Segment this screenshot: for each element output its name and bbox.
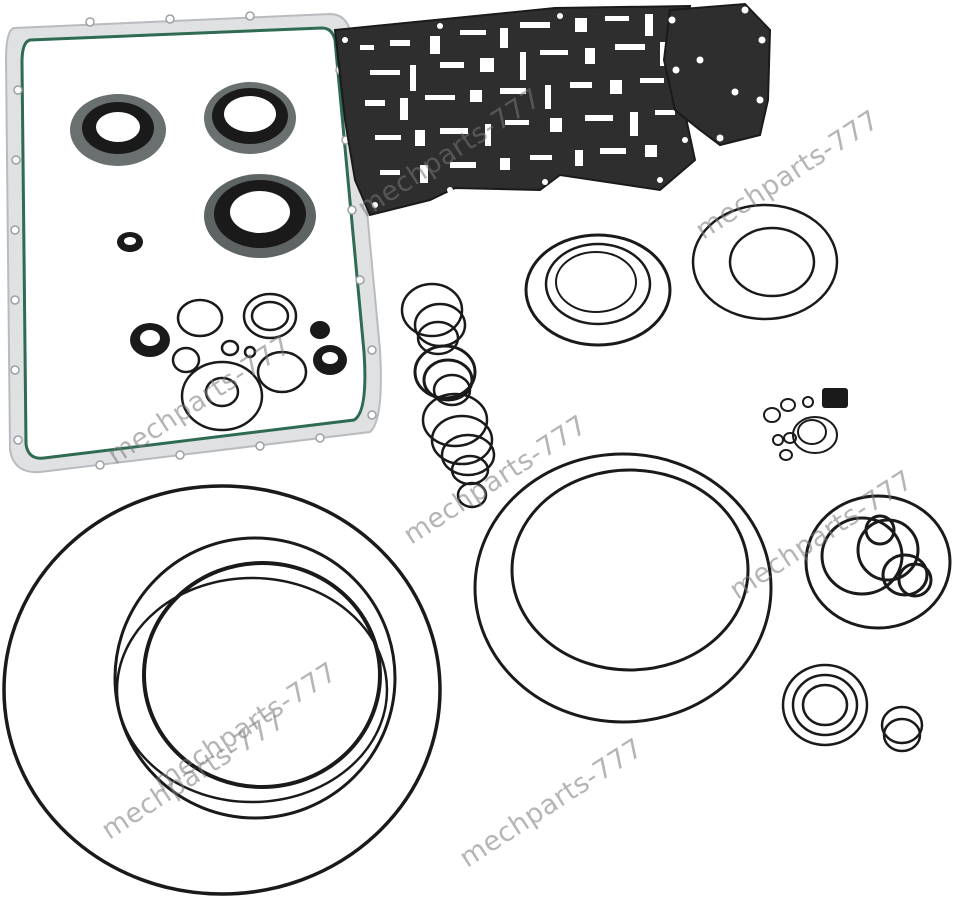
o-ring-stack-center <box>400 282 496 509</box>
o-ring-group-right <box>804 494 952 630</box>
rubber-plug <box>822 388 848 408</box>
cover-gasket <box>662 2 772 147</box>
o-ring-group-bottom-right <box>781 663 924 753</box>
large-o-rings-center <box>473 452 773 724</box>
oil-seal-large-top <box>204 82 296 154</box>
oil-pan-gasket <box>4 11 382 474</box>
cup-seal-left <box>130 323 170 357</box>
small-o-rings-right <box>763 396 838 461</box>
large-o-rings-left <box>2 484 442 896</box>
small-seal <box>117 232 143 252</box>
valve-body-separator-gasket <box>333 4 697 217</box>
oil-seal-large-left <box>70 94 166 166</box>
cup-seal-right <box>310 321 347 375</box>
oil-seal-set <box>70 82 347 375</box>
oil-seal-large-center <box>204 174 316 258</box>
small-o-rings-pan <box>171 292 308 432</box>
o-ring-group-top-right <box>524 203 839 347</box>
